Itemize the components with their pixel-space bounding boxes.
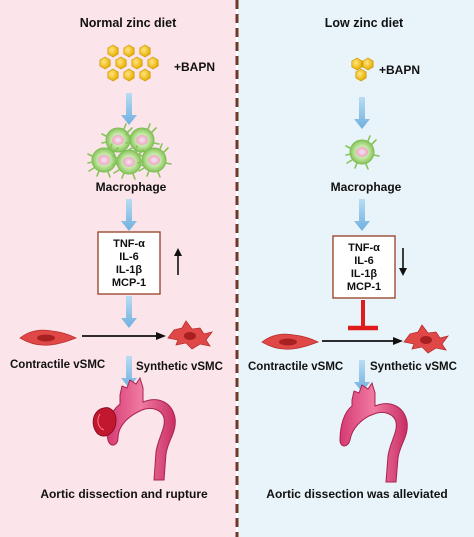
- inhibition-bar-icon: [348, 300, 378, 331]
- right-cytokine-3: IL-1β: [351, 268, 378, 280]
- right-bapn-label: +BAPN: [379, 63, 420, 77]
- left-aorta-dissected-icon: [92, 376, 176, 481]
- left-cytokine-2: IL-6: [119, 251, 139, 263]
- right-cytokine-2: IL-6: [354, 255, 374, 267]
- left-synthetic-label: Synthetic vSMC: [136, 361, 223, 373]
- down-arrow-icon: [399, 248, 407, 276]
- left-cytokine-1: TNF-α: [113, 238, 145, 250]
- left-outcome-label: Aortic dissection and rupture: [40, 487, 208, 501]
- left-cytokine-box: [97, 231, 161, 295]
- left-bapn-label: +BAPN: [174, 60, 215, 74]
- right-cytokine-4: MCP-1: [347, 281, 381, 293]
- left-title: Normal zinc diet: [80, 16, 177, 30]
- left-contractile-label: Contractile vSMC: [10, 359, 105, 371]
- left-cytokine-4: MCP-1: [112, 277, 146, 289]
- right-contractile-label: Contractile vSMC: [248, 361, 343, 373]
- right-title: Low zinc diet: [325, 16, 404, 30]
- right-cytokine-box: [332, 235, 396, 299]
- left-conversion-arrow-icon: [82, 332, 166, 340]
- left-macrophage-label: Macrophage: [96, 180, 167, 194]
- right-outcome-label: Aortic dissection was alleviated: [266, 487, 447, 501]
- left-cytokine-3: IL-1β: [116, 264, 143, 276]
- right-synthetic-label: Synthetic vSMC: [370, 361, 457, 373]
- right-cytokine-1: TNF-α: [348, 242, 380, 254]
- up-arrow-icon: [174, 248, 182, 275]
- right-macrophage-label: Macrophage: [331, 180, 402, 194]
- right-aorta-healthy-icon: [339, 381, 408, 483]
- right-conversion-arrow-icon: [322, 337, 403, 345]
